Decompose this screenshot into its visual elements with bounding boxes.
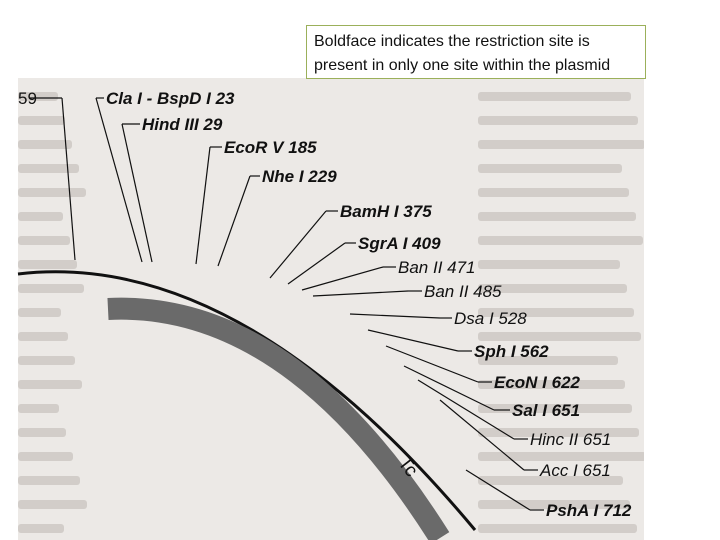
restriction-site: Nhe I 229 <box>217 167 337 267</box>
site-leader-line <box>269 210 327 279</box>
scan-text-line <box>478 212 636 221</box>
site-label: EcoR V 185 <box>224 138 317 157</box>
site-label: Hind III 29 <box>142 115 223 134</box>
scan-text-line <box>18 500 87 509</box>
site-leader-line <box>301 266 384 291</box>
scan-text-line <box>18 476 80 485</box>
site-label: PshA I 712 <box>546 501 632 520</box>
scan-text-line <box>18 404 59 413</box>
scan-text-line <box>18 284 84 293</box>
site-leader-line <box>217 175 251 267</box>
scan-text-line <box>18 164 79 173</box>
site-label: Ban II 485 <box>424 282 502 301</box>
restriction-site: PshA I 712 <box>465 469 632 520</box>
scan-text-line <box>478 428 639 437</box>
site-label: BamH I 375 <box>340 202 432 221</box>
plasmid-backbone <box>17 270 477 531</box>
site-leader-line <box>121 123 153 263</box>
note-line-2: present in only one site within the plas… <box>314 57 611 74</box>
scan-text-line <box>18 92 58 101</box>
scan-text-line <box>18 308 61 317</box>
restriction-site: Sph I 562 <box>367 329 549 361</box>
scan-text-line <box>18 236 70 245</box>
site-label: Cla I - BspD I 23 <box>106 89 235 108</box>
scan-text-line <box>18 428 66 437</box>
site-leader-line <box>349 313 441 319</box>
restriction-site: BamH I 375 <box>269 202 432 279</box>
restriction-site: Sal I 651 <box>403 365 580 420</box>
site-leader-line <box>367 329 459 352</box>
restriction-site: EcoR V 185 <box>195 138 317 265</box>
site-label: Acc I 651 <box>539 461 611 480</box>
scan-text-line <box>478 140 644 149</box>
scan-text-line <box>18 380 82 389</box>
site-leader-line <box>95 97 143 263</box>
boldface-note: Boldface indicates the restriction site … <box>306 25 646 79</box>
scan-text-line <box>478 332 641 341</box>
tc-gene-bar <box>107 297 450 540</box>
scan-text-line <box>18 212 63 221</box>
scan-text-line <box>478 452 644 461</box>
scan-text-line <box>18 356 75 365</box>
restriction-site: SgrA I 409 <box>287 234 441 285</box>
scan-text-line <box>18 140 72 149</box>
site-label: Sal I 651 <box>512 401 580 420</box>
scan-text-line <box>478 308 634 317</box>
scan-text-line <box>18 452 73 461</box>
restriction-site: EcoN I 622 <box>385 345 581 392</box>
restriction-site: Hind III 29 <box>121 115 223 263</box>
site-leader-line <box>287 242 346 285</box>
scan-text-line <box>478 284 627 293</box>
site-leader-line <box>195 146 211 265</box>
scan-text-line <box>478 404 632 413</box>
scan-text-line <box>478 476 623 485</box>
site-leader-line <box>403 365 495 411</box>
scan-text-line <box>18 188 86 197</box>
site-label: Dsa I 528 <box>454 309 527 328</box>
scan-text-line <box>478 188 629 197</box>
site-leader-line <box>417 379 515 440</box>
scan-text-line <box>478 92 631 101</box>
edge-site: 59 <box>18 89 76 261</box>
site-label: EcoN I 622 <box>494 373 581 392</box>
site-label: Hinc II 651 <box>530 430 611 449</box>
scan-text-line <box>18 524 64 533</box>
scan-text-line <box>478 236 643 245</box>
site-leader-line <box>439 399 525 471</box>
note-line-1: Boldface indicates the restriction site … <box>314 33 590 50</box>
scan-text-line <box>18 260 77 269</box>
site-label: SgrA I 409 <box>358 234 441 253</box>
restriction-site: Dsa I 528 <box>349 309 527 328</box>
site-label: Sph I 562 <box>474 342 549 361</box>
restriction-site: Ban II 471 <box>301 258 476 291</box>
scan-text-line <box>478 116 638 125</box>
scan-text-line <box>478 524 637 533</box>
scan-text-line <box>478 500 630 509</box>
edge-site-label: 59 <box>18 89 37 108</box>
restriction-site: Hinc II 651 <box>417 379 611 449</box>
site-leader-line <box>312 290 409 297</box>
restriction-site: Acc I 651 <box>439 399 611 480</box>
scan-text-line <box>18 116 65 125</box>
site-label: Nhe I 229 <box>262 167 337 186</box>
restriction-site: Cla I - BspD I 23 <box>95 89 235 263</box>
scan-text-line <box>478 260 620 269</box>
scan-text-line <box>18 332 68 341</box>
scan-text-line <box>478 356 618 365</box>
restriction-site: Ban II 485 <box>312 282 502 301</box>
site-leader-line <box>385 345 479 383</box>
site-label: Ban II 471 <box>398 258 476 277</box>
scan-text-line <box>478 164 622 173</box>
scan-text-line <box>478 380 625 389</box>
site-leader-line <box>465 469 531 511</box>
